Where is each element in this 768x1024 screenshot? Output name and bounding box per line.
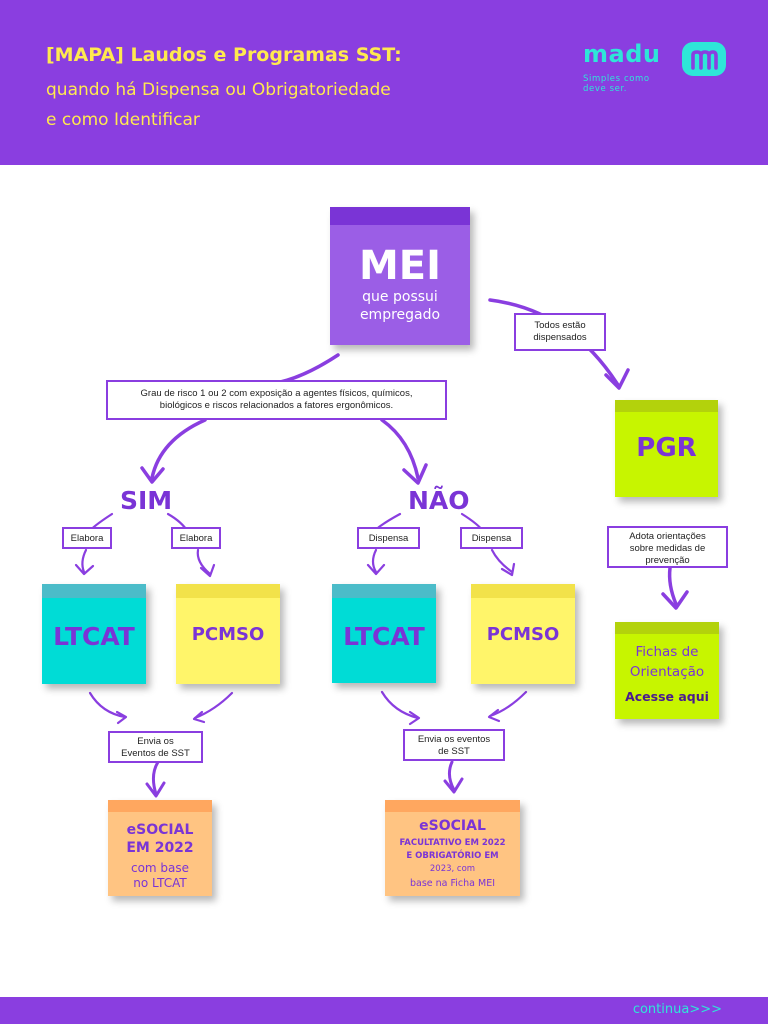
logo-m-icon	[691, 50, 718, 70]
send-nao-line2: de SST	[438, 746, 470, 757]
mei-note: MEI que possui empregado	[330, 207, 470, 345]
arrow-head-elabora-pcmso	[199, 563, 216, 578]
arrow-head-ltcat-nao-send	[408, 710, 421, 726]
arrow-ltcat-sim-to-send	[88, 691, 127, 719]
send-sim-line2: Eventos de SST	[121, 748, 190, 759]
note-tape	[332, 584, 436, 598]
continue-link[interactable]: continua>>>	[632, 1002, 722, 1017]
condition-line2: biológicos e riscos relacionados a fator…	[159, 400, 394, 411]
arrow-elabora-ltcat	[81, 548, 88, 574]
send-nao-line1: Envia os eventos	[417, 734, 491, 745]
branch-label-nao: NÃO	[408, 486, 470, 515]
note-tape	[615, 400, 718, 412]
fichas-note: Fichas de Orientação Acesse aqui	[615, 622, 719, 719]
note-tape	[471, 584, 575, 598]
esocial-sim-line1: eSOCIAL	[126, 822, 194, 838]
arrow-elabora-pcmso	[196, 548, 212, 576]
arrow-head-pcmso-sim-send	[192, 710, 206, 724]
esocial-note-nao: eSOCIAL FACULTATIVO EM 2022 E OBRIGATÓRI…	[385, 800, 520, 896]
condition-box: Grau de risco 1 ou 2 com exposição a age…	[106, 380, 447, 420]
header-banner: [MAPA] Laudos e Programas SST: quando há…	[0, 0, 768, 165]
ltcat-title-sim: LTCAT	[53, 622, 135, 651]
arrow-head-dispensa-pcmso	[500, 562, 516, 577]
action-box-sim-left: Elabora	[62, 527, 112, 549]
arrow-nao-send-to-esocial	[447, 760, 456, 792]
note-tape	[42, 584, 146, 598]
guidance-line1: Adota orientações	[629, 531, 706, 542]
logo-tagline-line2: deve ser.	[583, 84, 628, 94]
dispensed-line2: dispensados	[533, 332, 587, 343]
pcmso-note-nao: PCMSO	[471, 584, 575, 684]
condition-line1: Grau de risco 1 ou 2 com exposição a age…	[140, 388, 413, 399]
action-box-nao-right: Dispensa	[460, 527, 523, 549]
arrow-condition-to-sim	[150, 418, 207, 480]
guidance-line2: sobre medidas de	[629, 543, 706, 554]
pgr-note: PGR	[615, 400, 718, 497]
arrow-head-dispensa-ltcat	[366, 563, 386, 576]
arrow-head-nao-esocial	[443, 777, 464, 794]
mei-subtitle-line1: que possui	[362, 289, 438, 305]
esocial-nao-line4: 2023, com	[429, 864, 476, 874]
arrow-ltcat-nao-to-send	[380, 690, 420, 720]
arrow-head-fichas	[661, 590, 689, 610]
esocial-sim-line3: com base	[130, 861, 190, 875]
send-box-nao: Envia os eventos de SST	[403, 729, 505, 761]
arrow-head-pcmso-nao-send	[487, 708, 501, 723]
footer-bar: continua>>>	[0, 997, 768, 1024]
send-box-sim: Envia os Eventos de SST	[108, 731, 203, 763]
ltcat-note-sim: LTCAT	[42, 584, 146, 684]
ltcat-note-nao: LTCAT	[332, 584, 436, 683]
note-tape	[385, 800, 520, 812]
pcmso-note-sim: PCMSO	[176, 584, 280, 684]
action-box-sim-right: Elabora	[171, 527, 221, 549]
logo-mark-icon	[682, 42, 726, 76]
page-subtitle-line1: quando há Dispensa ou Obrigatoriedade	[46, 80, 391, 100]
note-tape	[615, 622, 719, 634]
esocial-nao-line5: base na Ficha MEI	[409, 878, 496, 889]
guidance-line3: prevenção	[645, 555, 690, 566]
arrow-dispensa-ltcat	[371, 548, 378, 574]
mei-title: MEI	[358, 243, 441, 289]
arrow-head-ltcat-sim-send	[115, 710, 128, 725]
esocial-sim-line2: EM 2022	[126, 840, 194, 856]
note-tape	[330, 207, 470, 225]
page-title: [MAPA] Laudos e Programas SST:	[46, 44, 402, 66]
esocial-nao-line3: E OBRIGATÓRIO EM	[406, 851, 499, 861]
ltcat-title-nao: LTCAT	[343, 622, 425, 651]
esocial-nao-line2: FACULTATIVO EM 2022	[399, 838, 506, 848]
guidance-box: Adota orientações sobre medidas de preve…	[607, 526, 728, 568]
pcmso-title-sim: PCMSO	[191, 624, 265, 645]
arrow-sim-send-to-esocial	[151, 760, 160, 796]
arrow-head-pgr	[604, 368, 630, 390]
arrow-head-elabora-ltcat	[74, 563, 95, 576]
send-sim-line1: Envia os	[137, 736, 174, 747]
logo-wordmark: madu	[583, 40, 661, 68]
dispensed-line1: Todos estão	[534, 320, 586, 331]
fichas-line2: Orientação	[629, 664, 705, 680]
pgr-title: PGR	[636, 433, 697, 463]
branch-label-sim: SIM	[120, 486, 173, 515]
note-tape	[108, 800, 212, 812]
arrow-dispensa-pcmso	[490, 548, 514, 574]
action-box-nao-left: Dispensa	[357, 527, 420, 549]
fichas-access-link[interactable]: Acesse aqui	[625, 689, 709, 704]
arrow-head-nao	[402, 463, 428, 485]
dispensed-box: Todos estão dispensados	[514, 313, 606, 351]
fichas-line1: Fichas de	[635, 644, 699, 660]
note-tape	[176, 584, 280, 598]
arrow-head-sim	[140, 466, 165, 484]
arrow-condition-to-nao	[380, 418, 420, 480]
esocial-sim-line4: no LTCAT	[133, 876, 187, 890]
arrow-head-sim-esocial	[145, 781, 166, 798]
esocial-nao-line1: eSOCIAL	[419, 818, 486, 834]
logo-tagline-line1: Simples como	[583, 74, 650, 84]
esocial-note-sim: eSOCIAL EM 2022 com base no LTCAT	[108, 800, 212, 896]
page-subtitle-line2: e como Identificar	[46, 110, 200, 130]
pcmso-title-nao: PCMSO	[486, 624, 560, 645]
arrow-guidance-to-fichas	[667, 566, 678, 606]
mei-subtitle-line2: empregado	[359, 307, 441, 323]
